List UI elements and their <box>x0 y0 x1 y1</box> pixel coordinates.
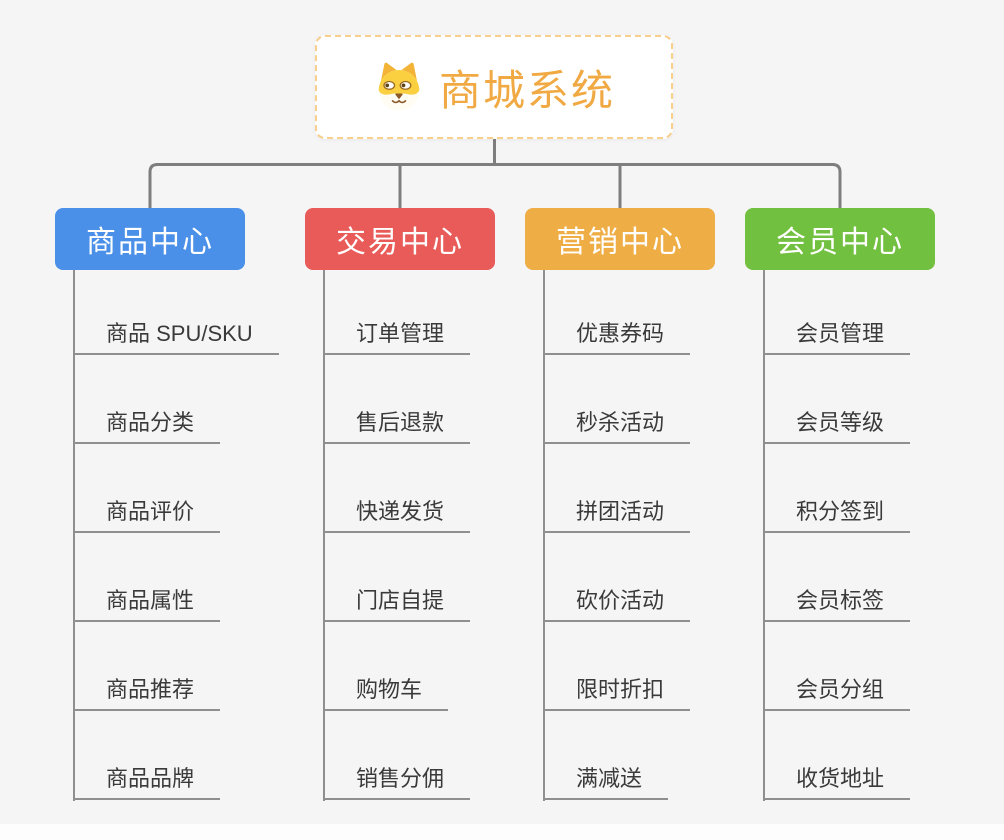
subtopic-node[interactable]: 秒杀活动 <box>543 409 691 444</box>
subtopic-node[interactable]: 会员管理 <box>763 320 911 355</box>
subtopic-node[interactable]: 收货地址 <box>763 765 911 800</box>
branch-node-label: 会员中心 <box>776 226 904 259</box>
branch-node-marketing-center[interactable]: 营销中心 <box>525 208 715 270</box>
branch-node-trade-center[interactable]: 交易中心 <box>305 208 495 270</box>
subtopic-node[interactable]: 订单管理 <box>323 320 471 355</box>
branch-trunk-line <box>763 270 765 801</box>
subtopic-node[interactable]: 购物车 <box>323 676 449 711</box>
subtopic-node[interactable]: 商品评价 <box>73 498 221 533</box>
branch-node-product-center[interactable]: 商品中心 <box>55 208 245 270</box>
subtopic-node[interactable]: 会员标签 <box>763 587 911 622</box>
branch-trunk-line <box>323 270 325 801</box>
subtopic-node[interactable]: 满减送 <box>543 765 669 800</box>
subtopic-node[interactable]: 会员分组 <box>763 676 911 711</box>
subtopic-node[interactable]: 商品品牌 <box>73 765 221 800</box>
root-node-label: 商城系统 <box>438 66 615 114</box>
root-node[interactable]: 商城系统 <box>315 35 673 139</box>
branch-node-label: 交易中心 <box>336 226 464 259</box>
subtopic-node[interactable]: 售后退款 <box>323 409 471 444</box>
subtopic-node[interactable]: 限时折扣 <box>543 676 691 711</box>
tree-rail-line <box>148 163 842 210</box>
shiba-dog-icon <box>378 62 420 111</box>
subtopic-node[interactable]: 优惠券码 <box>543 320 691 355</box>
subtopic-node[interactable]: 商品推荐 <box>73 676 221 711</box>
canvas-bottom-edge <box>0 824 1004 840</box>
subtopic-node[interactable]: 砍价活动 <box>543 587 691 622</box>
subtopic-node[interactable]: 会员等级 <box>763 409 911 444</box>
subtopic-node[interactable]: 门店自提 <box>323 587 471 622</box>
branch-trunk-line <box>543 270 545 801</box>
branch-node-label: 营销中心 <box>556 226 684 259</box>
subtopic-node[interactable]: 快递发货 <box>323 498 471 533</box>
subtopic-node[interactable]: 商品分类 <box>73 409 221 444</box>
subtopic-node[interactable]: 积分签到 <box>763 498 911 533</box>
branch-node-label: 商品中心 <box>86 226 214 259</box>
branch-node-member-center[interactable]: 会员中心 <box>745 208 935 270</box>
subtopic-node[interactable]: 销售分佣 <box>323 765 471 800</box>
subtopic-node[interactable]: 拼团活动 <box>543 498 691 533</box>
branch-trunk-line <box>73 270 75 801</box>
subtopic-node[interactable]: 商品 SPU/SKU <box>73 320 279 355</box>
subtopic-node[interactable]: 商品属性 <box>73 587 221 622</box>
